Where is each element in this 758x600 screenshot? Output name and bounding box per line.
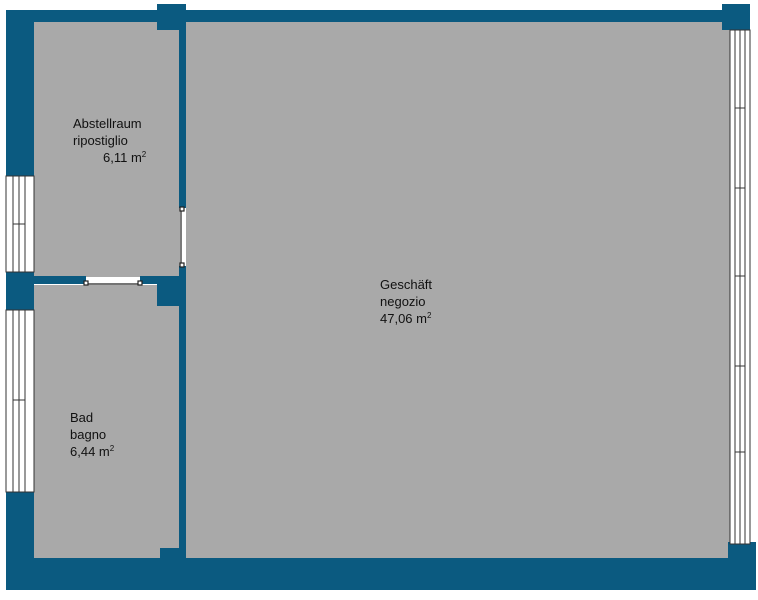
room-label-storage: Abstellraum ripostiglio 6,11 m2 — [73, 116, 147, 165]
wall-left — [6, 10, 34, 590]
window-bath — [5, 309, 35, 493]
room-label-bath: Bad bagno 6,44 m2 — [70, 410, 115, 459]
floor-shop — [186, 22, 730, 560]
wall-bottom — [6, 558, 756, 590]
door-jamb — [137, 280, 143, 286]
door-jamb — [179, 206, 185, 212]
pillar-bottom-right — [728, 542, 756, 590]
room-name-it: ripostiglio — [73, 133, 128, 148]
room-area: 47,06 m2 — [380, 311, 432, 326]
room-name-it: bagno — [70, 427, 106, 442]
interior-walls — [34, 22, 186, 560]
room-name-de: Bad — [70, 410, 93, 425]
doors — [83, 206, 185, 286]
room-area-exponent: 2 — [110, 444, 115, 453]
room-area: 6,44 m2 — [70, 444, 115, 459]
door-jamb — [83, 280, 89, 286]
room-area-value: 6,11 m — [103, 150, 142, 165]
door-jamb — [179, 262, 185, 268]
room-area-value: 47,06 m — [380, 311, 427, 326]
room-area-exponent: 2 — [142, 150, 147, 159]
pillar-partition-junction — [157, 276, 186, 306]
windows — [5, 29, 751, 545]
room-area-value: 6,44 m — [70, 444, 110, 459]
partition-horizontal-left — [34, 276, 86, 284]
room-area: 6,11 m2 — [103, 150, 147, 165]
room-name-de: Geschäft — [380, 277, 432, 292]
partition-vertical-lower — [179, 266, 186, 560]
room-area-exponent: 2 — [427, 311, 432, 320]
floor-bath — [34, 285, 180, 560]
pillar-top-right — [722, 4, 750, 30]
floor-storage — [34, 22, 180, 277]
wall-top — [8, 10, 750, 22]
room-name-it: negozio — [380, 294, 426, 309]
partition-vertical-upper — [179, 22, 186, 208]
room-name-de: Abstellraum — [73, 116, 142, 131]
room-label-shop: Geschäft negozio 47,06 m2 — [380, 277, 432, 326]
